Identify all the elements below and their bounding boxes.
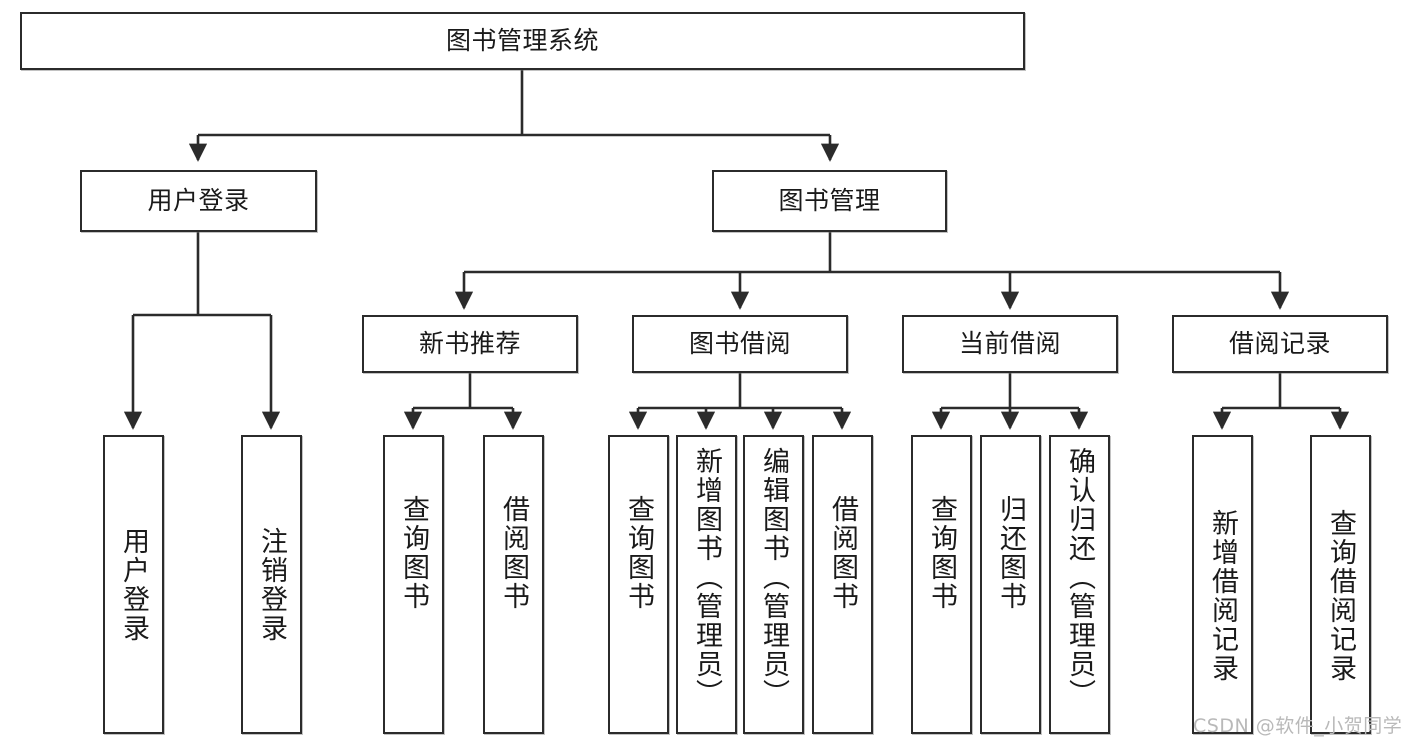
node-current-borrow[interactable]: 当前借阅 [902, 315, 1118, 373]
node-root-label: 图书管理系统 [445, 26, 599, 56]
node-leaf-edit-book[interactable]: 编辑图书（管理员） [743, 435, 804, 734]
node-leaf-user-login-label: 用户登录 [118, 527, 149, 643]
node-leaf-confirm-return[interactable]: 确认归还（管理员） [1049, 435, 1110, 734]
node-leaf-return-book[interactable]: 归还图书 [980, 435, 1041, 734]
node-leaf-user-login[interactable]: 用户登录 [103, 435, 164, 734]
node-leaf-query-book-3[interactable]: 查询图书 [911, 435, 972, 734]
node-user-login-label: 用户登录 [147, 186, 250, 216]
node-leaf-query-book-2[interactable]: 查询图书 [608, 435, 669, 734]
node-borrow-record-label: 借阅记录 [1228, 329, 1331, 359]
node-book-borrow[interactable]: 图书借阅 [632, 315, 848, 373]
node-new-book-recommend-label: 新书推荐 [418, 329, 521, 359]
node-leaf-add-book-label: 新增图书（管理员） [691, 447, 722, 708]
node-leaf-borrow-book-2-label: 借阅图书 [827, 495, 858, 611]
node-book-borrow-label: 图书借阅 [688, 329, 791, 359]
node-leaf-user-logout[interactable]: 注销登录 [241, 435, 302, 734]
node-leaf-query-record-label: 查询借阅记录 [1325, 509, 1356, 683]
node-leaf-query-book-1[interactable]: 查询图书 [383, 435, 444, 734]
node-leaf-borrow-book-2[interactable]: 借阅图书 [812, 435, 873, 734]
node-leaf-query-record[interactable]: 查询借阅记录 [1310, 435, 1371, 734]
node-leaf-edit-book-label: 编辑图书（管理员） [758, 447, 789, 708]
node-root[interactable]: 图书管理系统 [20, 12, 1025, 70]
watermark: CSDN @软件_小贺同学 [1193, 715, 1403, 737]
node-leaf-add-record-label: 新增借阅记录 [1207, 509, 1238, 683]
node-leaf-query-book-2-label: 查询图书 [623, 495, 654, 611]
node-leaf-return-book-label: 归还图书 [995, 495, 1026, 611]
node-leaf-user-logout-label: 注销登录 [256, 527, 287, 643]
node-user-login[interactable]: 用户登录 [80, 170, 317, 232]
node-leaf-borrow-book-1-label: 借阅图书 [498, 495, 529, 611]
node-book-management[interactable]: 图书管理 [712, 170, 947, 232]
node-leaf-query-book-1-label: 查询图书 [398, 495, 429, 611]
node-new-book-recommend[interactable]: 新书推荐 [362, 315, 578, 373]
node-leaf-borrow-book-1[interactable]: 借阅图书 [483, 435, 544, 734]
node-borrow-record[interactable]: 借阅记录 [1172, 315, 1388, 373]
node-book-management-label: 图书管理 [778, 186, 881, 216]
node-leaf-add-book[interactable]: 新增图书（管理员） [676, 435, 737, 734]
node-current-borrow-label: 当前借阅 [958, 329, 1061, 359]
node-leaf-add-record[interactable]: 新增借阅记录 [1192, 435, 1253, 734]
node-leaf-confirm-return-label: 确认归还（管理员） [1064, 447, 1095, 708]
node-leaf-query-book-3-label: 查询图书 [926, 495, 957, 611]
